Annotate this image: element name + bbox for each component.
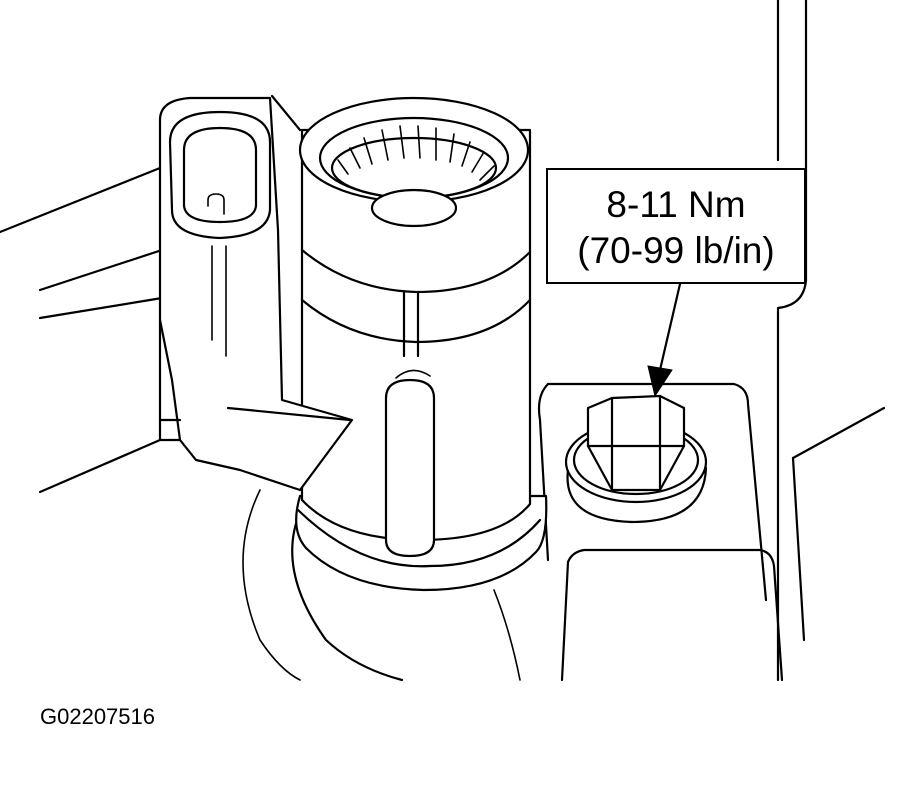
hex-flange-bolt-icon — [564, 394, 708, 524]
torque-callout: 8-11 Nm (70-99 lb/in) — [546, 168, 806, 284]
arrow-down-icon — [647, 282, 682, 398]
figure-id-label: G02207516 — [40, 704, 155, 729]
cylinder-housing — [295, 96, 548, 592]
torque-spec-imperial: (70-99 lb/in) — [577, 230, 775, 271]
bearing-rollers — [337, 125, 495, 181]
electrical-connector-icon — [158, 96, 354, 492]
torque-spec-metric: 8-11 Nm — [606, 184, 746, 225]
